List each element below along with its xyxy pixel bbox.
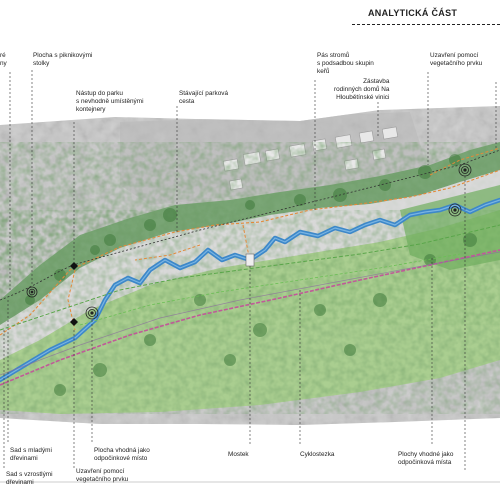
leader-lines — [3, 70, 497, 470]
viewpoint-symbol — [448, 203, 462, 217]
viewpoint-symbol — [26, 286, 38, 298]
site-boundary — [0, 149, 500, 301]
label-cycle-path: Cyklostezka — [300, 451, 335, 458]
label-young-orchard: Sad s mladými dřevinami — [10, 447, 52, 463]
cycle-path-edge — [0, 251, 500, 376]
label-housing: Zástavba rodinných domů Na Hloubětínské … — [334, 78, 390, 102]
label-vegetation-closure-bottom: Uzavření pomocí vegetačního prvku — [76, 468, 129, 484]
woodland-north-texture — [0, 142, 500, 325]
section-title-rule — [352, 24, 500, 25]
park-path-loop — [134, 244, 201, 261]
label-vegetation-closure-top: Uzavření pomocí vegetačního prvku — [430, 52, 483, 68]
park-entrance-marker — [70, 318, 78, 326]
label-rest-areas: Plochy vhodné jako odpočinková místa — [398, 451, 454, 467]
valley-floor — [0, 170, 500, 360]
park-path-main — [0, 169, 500, 336]
label-mature-orchard: Sad s vzrostlými dřevinami — [6, 471, 53, 487]
stream-highlight — [0, 199, 500, 381]
woodland-east — [400, 185, 500, 270]
label-rest-area: Plocha vhodná jako odpočinkové místo — [94, 447, 150, 463]
label-top-edge: ré ny — [0, 52, 7, 68]
tree-stipple — [25, 154, 477, 396]
label-bridge: Mostek — [228, 451, 249, 458]
bridge-marker — [245, 253, 255, 267]
section-title: ANALYTICKÁ ČÁST — [368, 8, 458, 18]
greenery-boundary — [0, 224, 500, 331]
label-park-entrance: Nástup do parku s nevhodně umístěnými ko… — [76, 90, 144, 114]
label-existing-path: Stávající parková cesta — [179, 90, 229, 106]
label-picnic-area: Plocha s piknikovými stolky — [33, 52, 93, 68]
houses — [222, 126, 399, 191]
cycle-path — [0, 249, 500, 386]
viewpoint-symbol — [85, 306, 99, 320]
greenery-boundary-2 — [79, 253, 461, 326]
park-entrance-marker — [70, 262, 78, 270]
label-tree-belt: Pás stromů s podsadbou skupin keřů — [317, 52, 374, 76]
